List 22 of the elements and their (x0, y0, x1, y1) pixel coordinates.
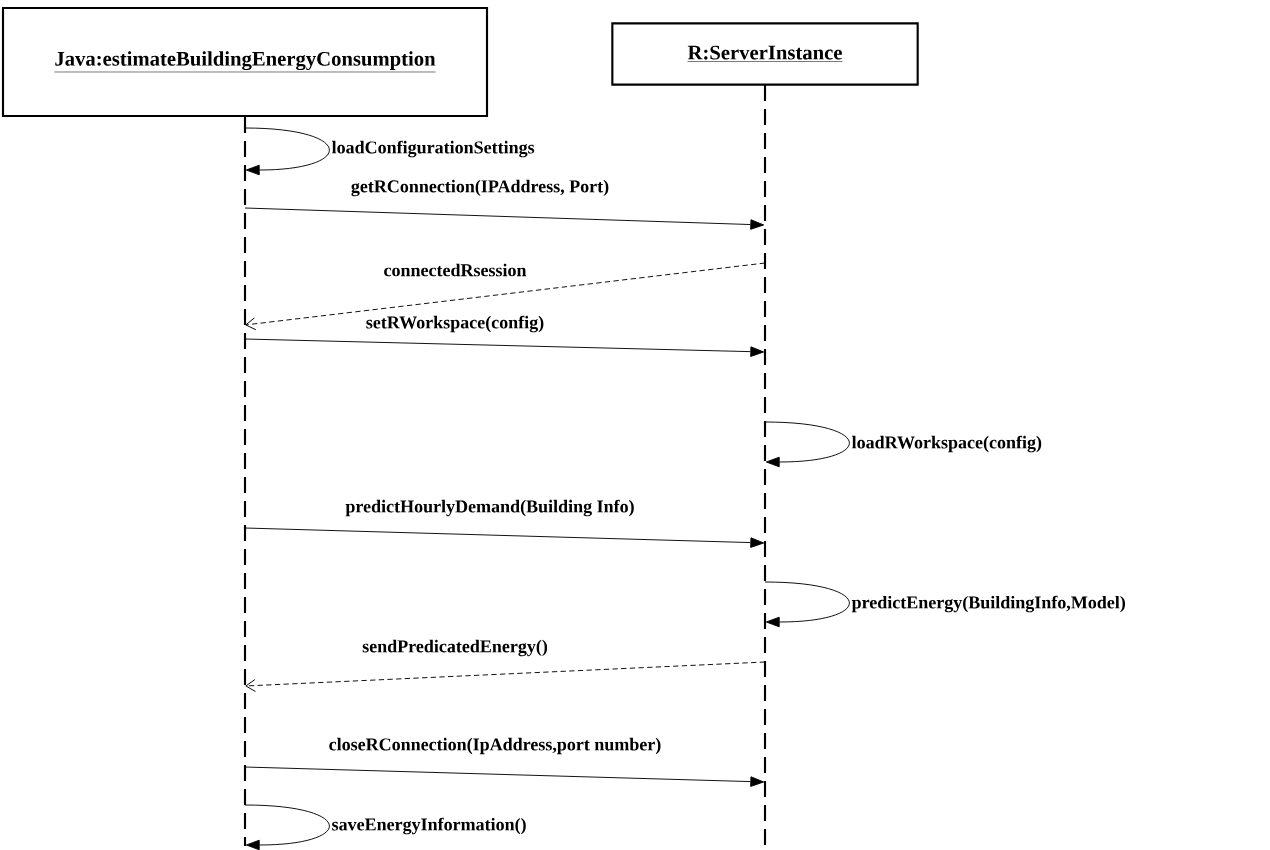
edge-label: getRConnection(IPAddress, Port) (349, 178, 611, 198)
edge-label: loadConfigurationSettings (330, 139, 536, 159)
edge-label: predictHourlyDemand(Building Info) (344, 498, 636, 518)
edge-label: predictEnergy(BuildingInfo,Model) (850, 594, 1128, 614)
lifeline-box: R:ServerInstance (611, 22, 919, 86)
message-arrow (245, 262, 766, 331)
edge-label: saveEnergyInformation() (330, 816, 528, 836)
self-message-arrow (764, 421, 850, 468)
self-message-arrow (244, 127, 330, 176)
lifeline-box: Java:estimateBuildingEnergyConsumption (1, 6, 489, 118)
edge-label: setRWorkspace(config) (364, 314, 546, 334)
message-arrow (245, 661, 766, 692)
message-arrow (244, 207, 765, 230)
self-message-arrow (764, 581, 850, 628)
edge-label: closeRConnection(IpAddress,port number) (327, 736, 663, 756)
edge-label: connectedRsession (382, 262, 528, 278)
message-arrow (244, 766, 765, 787)
message-arrow (244, 338, 765, 357)
edge-label: sendPredicatedEnergy() (360, 638, 550, 658)
edge-label: loadRWorkspace(config) (850, 434, 1044, 454)
message-arrow (244, 527, 765, 548)
self-message-arrow (244, 804, 330, 850)
